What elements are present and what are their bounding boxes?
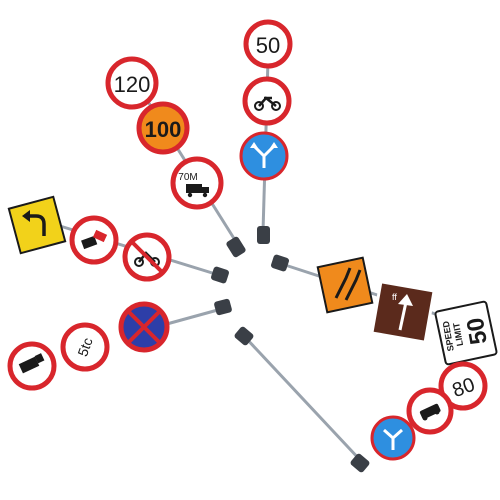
sign-pole-top-right: 50: [239, 19, 293, 244]
sign-split-blue: [239, 131, 289, 181]
pole-base-clip: [350, 453, 370, 473]
pole-clip: [214, 298, 232, 316]
sign-road-narrows: [316, 256, 374, 314]
sign-pole-left-upper: [7, 195, 229, 284]
limit-text: LIMIT: [451, 321, 465, 346]
no-stopping-icon: [126, 309, 162, 345]
sign-no-stopping: [118, 301, 170, 353]
sign-70m: 70M: [170, 156, 224, 210]
sign-pole-top-center: 120 100 70M: [105, 56, 246, 258]
pole-clip: [257, 226, 270, 244]
pole-clip: [271, 254, 289, 272]
prohibition-slash: [129, 239, 165, 275]
sign-120: 120: [105, 56, 159, 110]
sign-pole-right: ff SPEED LIMIT 50: [271, 254, 498, 366]
split-arrows-icon: [383, 428, 403, 450]
sign-motorcycle: [242, 76, 292, 126]
sign-100-text: 100: [145, 117, 182, 142]
motorcycle-icon: [254, 96, 281, 111]
svg-text:ff: ff: [392, 292, 397, 302]
direction-arrow-icon: ff: [392, 292, 413, 331]
sign-no-motorcycle: [122, 232, 172, 282]
sign-truck: [7, 341, 57, 391]
sign-pole-bottom-right: 80: [234, 326, 488, 473]
sign-curve-left: [7, 195, 67, 255]
pole-clip: [211, 266, 229, 284]
sign-speed-limit: SPEED LIMIT 50: [434, 300, 498, 366]
pole-clip: [226, 236, 246, 258]
split-arrows-icon: [250, 142, 278, 168]
sign-50: 50: [243, 19, 293, 69]
car-crash-icon: [81, 229, 108, 250]
sign-5tc: 5tc: [60, 322, 110, 372]
curve-left-arrow-icon: [22, 210, 46, 236]
pole: [242, 334, 364, 464]
sign-pole-left-lower: 5tc: [7, 298, 232, 391]
road-narrows-icon: [334, 267, 362, 301]
sign-direction-brown: ff: [370, 279, 436, 345]
sign-5tc-text: 5tc: [74, 335, 95, 358]
sign-80: 80: [438, 361, 488, 411]
sign-70m-text: 70M: [178, 172, 197, 183]
sign-car-crash: [69, 215, 119, 265]
sign-50-text: 50: [256, 33, 280, 58]
pole-clip: [234, 326, 254, 346]
car-icon: [419, 403, 441, 421]
sign-car: [406, 387, 454, 435]
sign-100: 100: [136, 101, 190, 155]
truck-icon: [18, 353, 45, 374]
truck-icon: [186, 184, 209, 198]
sign-120-text: 120: [114, 72, 151, 97]
limit-value-text: 50: [462, 316, 493, 347]
sign-split-blue-bottom: [370, 415, 416, 461]
